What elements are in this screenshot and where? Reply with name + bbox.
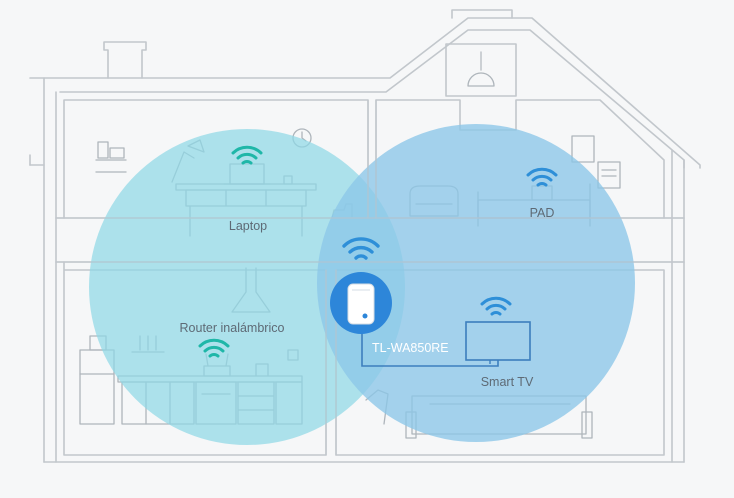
wifi-icon-laptop (231, 145, 263, 165)
pad-label: PAD (530, 206, 555, 220)
extender-label: TL-WA850RE (372, 341, 449, 355)
extender-coverage-area (317, 124, 635, 442)
extender-tv-link (361, 330, 499, 367)
wifi-icon-tv (480, 296, 512, 316)
range-extender-device (330, 272, 392, 334)
router-label: Router inalámbrico (180, 321, 285, 335)
wifi-icon-router (198, 338, 230, 358)
smart-tv-label: Smart TV (481, 375, 534, 389)
laptop-label: Laptop (229, 219, 267, 233)
wifi-icon-pad (526, 167, 558, 187)
wifi-icon-extender (342, 237, 380, 260)
